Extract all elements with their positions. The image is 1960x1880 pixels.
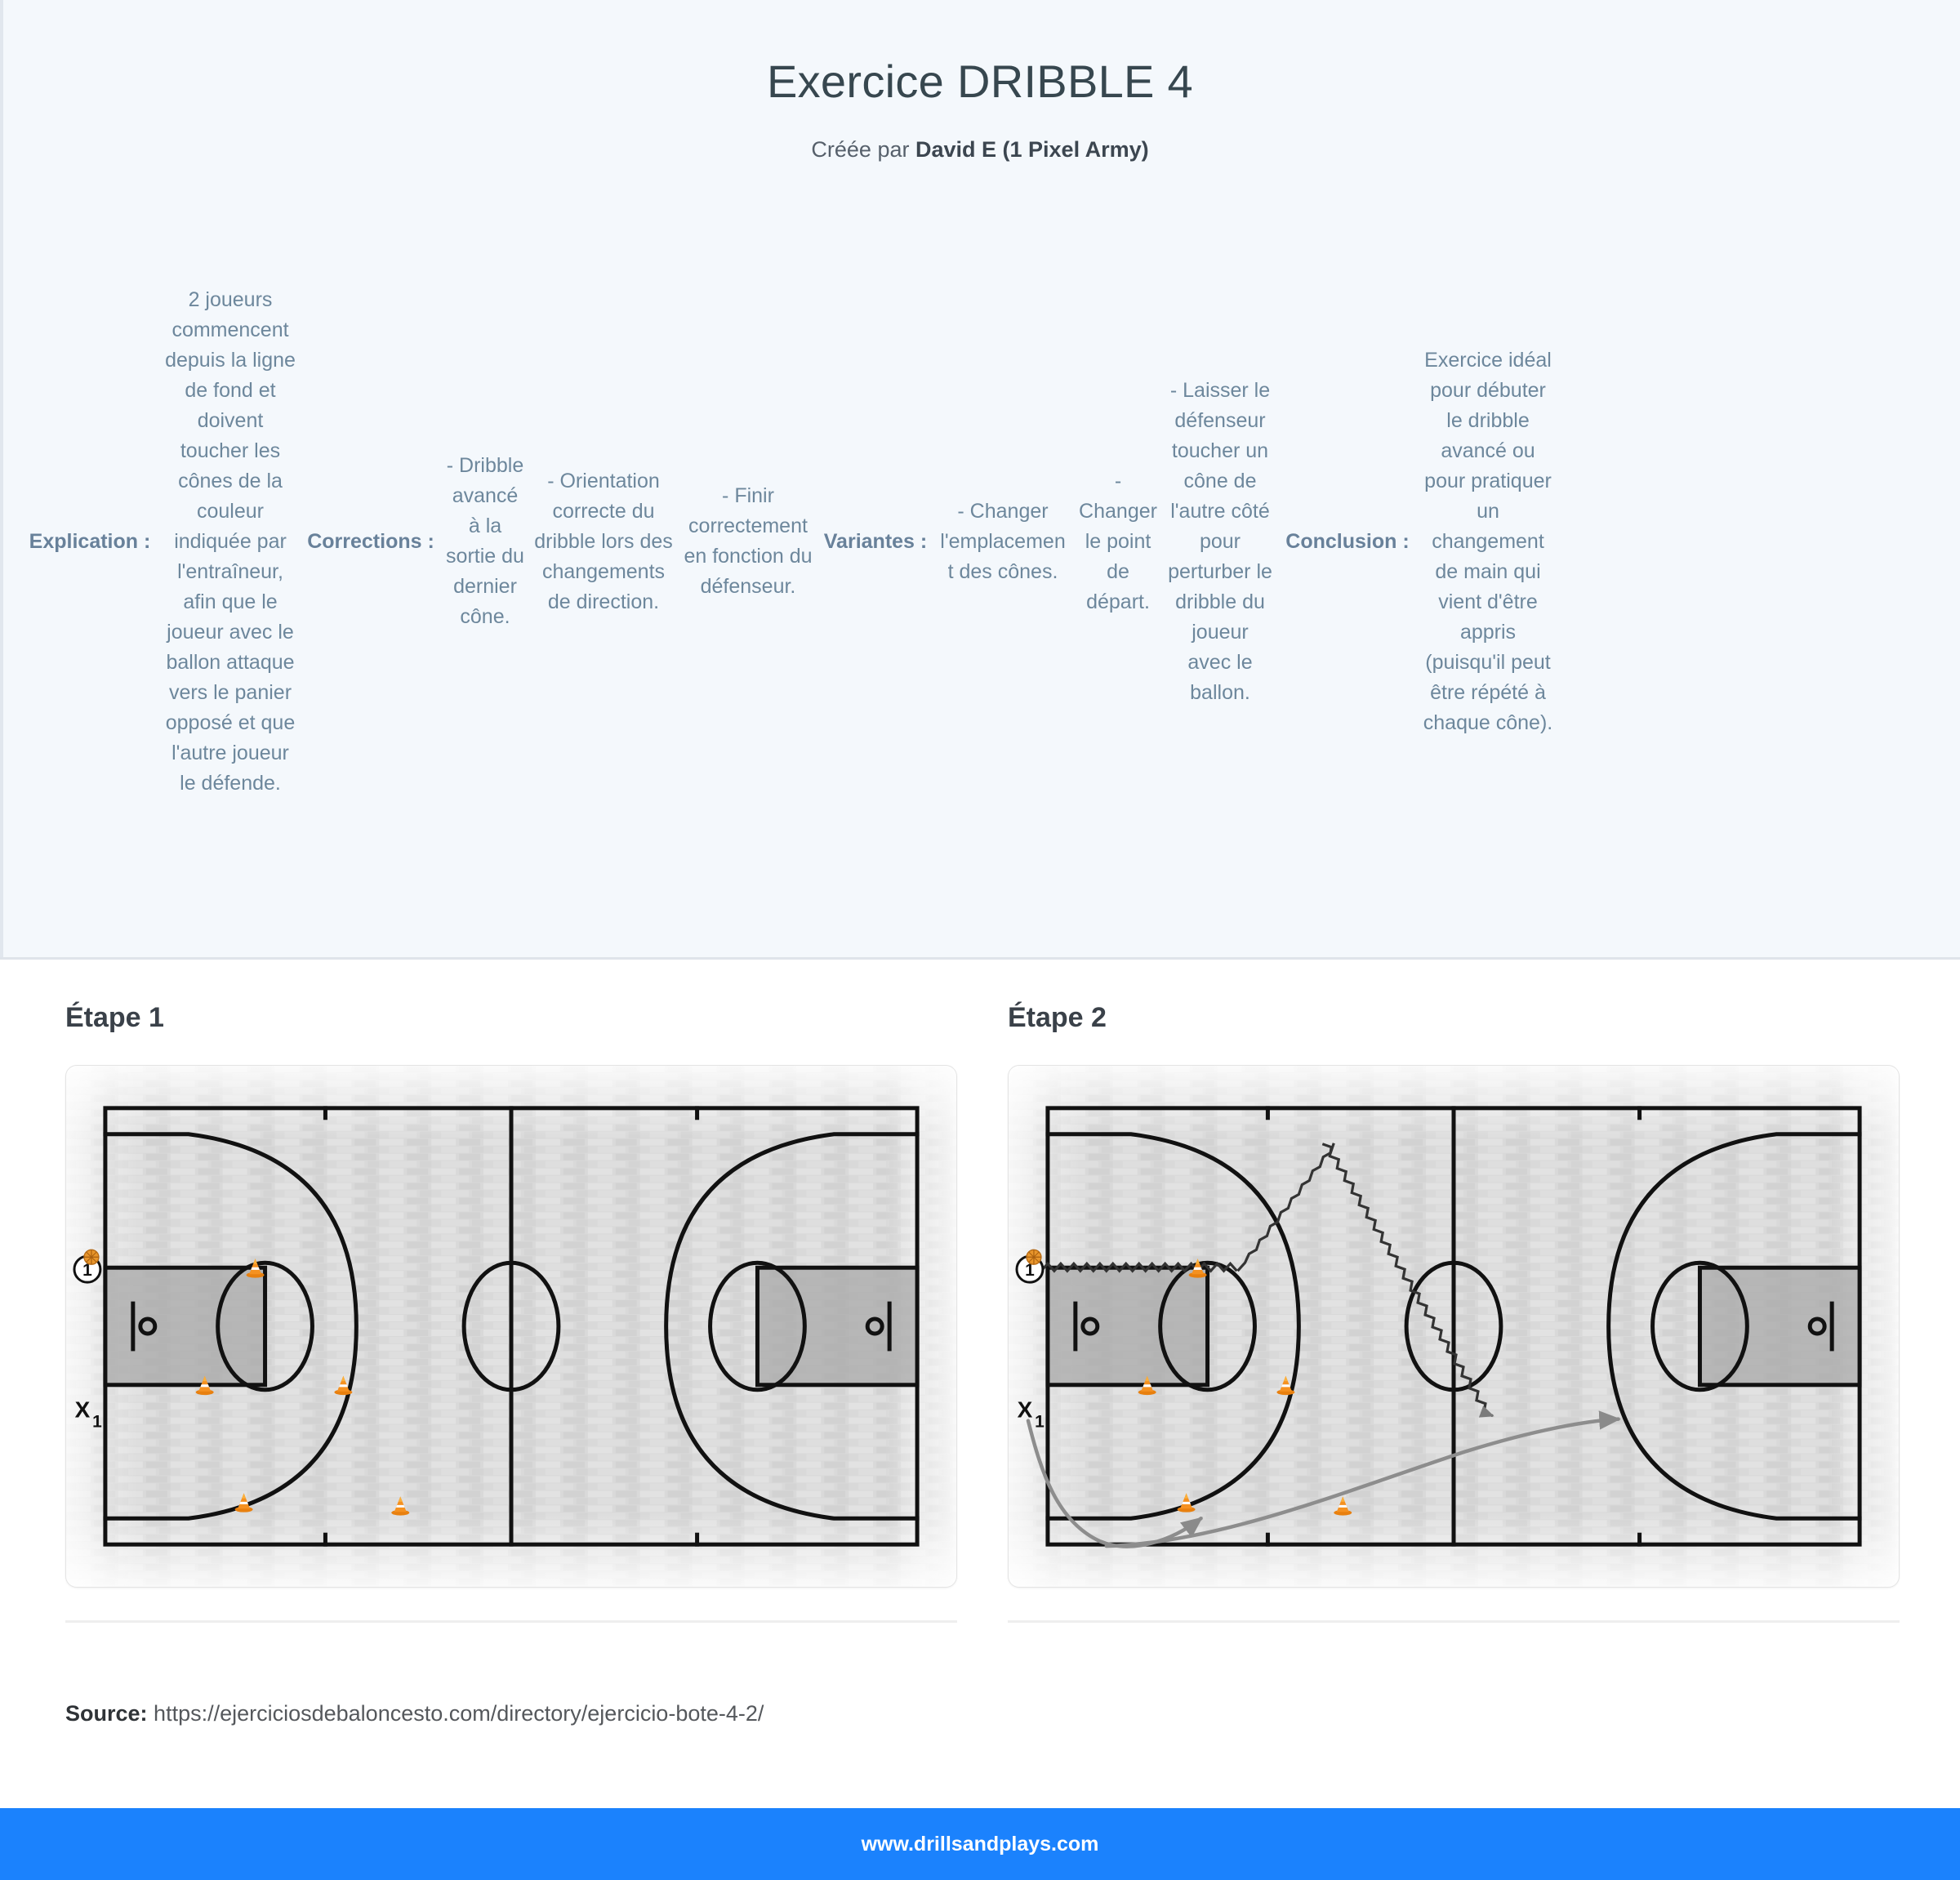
source-label: Source:: [65, 1701, 148, 1726]
drill-header-panel: Exercice DRIBBLE 4 Créée par David E (1 …: [0, 0, 1960, 960]
variante-item-2: - Changer le point de départ.: [1079, 469, 1157, 613]
player-marker-x1: X 1: [75, 1397, 102, 1432]
author-prefix: Créée par: [811, 137, 915, 163]
site-footer-url[interactable]: www.drillsandplays.com: [861, 1832, 1099, 1855]
variante-item-3: - Laisser le défenseur toucher un cône d…: [1168, 378, 1272, 704]
step-title-2: Étape 2: [1008, 1002, 1107, 1033]
author-name: David E (1 Pixel Army): [915, 137, 1149, 163]
court-diagram-step-2[interactable]: 1 X 1: [1008, 1065, 1900, 1588]
correction-item-3: - Finir correctement en fonction du défe…: [684, 484, 813, 599]
player-marker-x1: X 1: [1018, 1397, 1045, 1432]
svg-text:1: 1: [92, 1413, 102, 1432]
variantes-label: Variantes :: [823, 529, 928, 553]
corrections-label: Corrections :: [307, 529, 434, 553]
defender-run-path: [1026, 1410, 1621, 1548]
variante-item-1: - Changer l'emplacement des cônes.: [940, 499, 1066, 583]
svg-text:1: 1: [82, 1261, 92, 1280]
svg-text:X: X: [75, 1397, 91, 1423]
step-block-2: Étape 2: [1008, 1002, 1900, 1623]
explication-text: 2 joueurs commencent depuis la ligne de …: [165, 287, 296, 795]
step-divider-1: [65, 1620, 957, 1623]
correction-item-2: - Orientation correcte du dribble lors d…: [534, 469, 673, 613]
drill-info-row: Explication : 2 joueurs commencent depui…: [0, 190, 1960, 893]
explication-label: Explication :: [29, 529, 151, 553]
steps-area: Étape 1: [0, 960, 1960, 1726]
conclusion-label: Conclusion :: [1285, 529, 1410, 553]
player-marker-1: 1: [1015, 1249, 1045, 1284]
svg-text:1: 1: [1025, 1261, 1035, 1280]
player-marker-1: 1: [73, 1249, 102, 1284]
site-footer[interactable]: www.drillsandplays.com: [0, 1808, 1960, 1880]
steps-row: Étape 1: [0, 960, 1960, 1623]
page-title: Exercice DRIBBLE 4: [766, 56, 1194, 107]
source-line: Source: https://ejerciciosdebaloncesto.c…: [0, 1623, 1960, 1726]
svg-text:X: X: [1018, 1397, 1033, 1423]
step-block-1: Étape 1: [65, 1002, 957, 1623]
svg-text:1: 1: [1035, 1413, 1045, 1432]
step-title-1: Étape 1: [65, 1002, 164, 1033]
court-diagram-step-1[interactable]: 1 X 1: [65, 1065, 957, 1588]
drill-author: Créée par David E (1 Pixel Army): [0, 137, 1960, 163]
dribble-zigzag-path: [1040, 1143, 1494, 1418]
step-divider-2: [1008, 1620, 1900, 1623]
correction-item-1: - Dribble avancé à la sortie du dernier …: [446, 454, 524, 629]
conclusion-text: Exercice idéal pour débuter le dribble a…: [1423, 348, 1553, 734]
source-url[interactable]: https://ejerciciosdebaloncesto.com/direc…: [154, 1701, 764, 1726]
